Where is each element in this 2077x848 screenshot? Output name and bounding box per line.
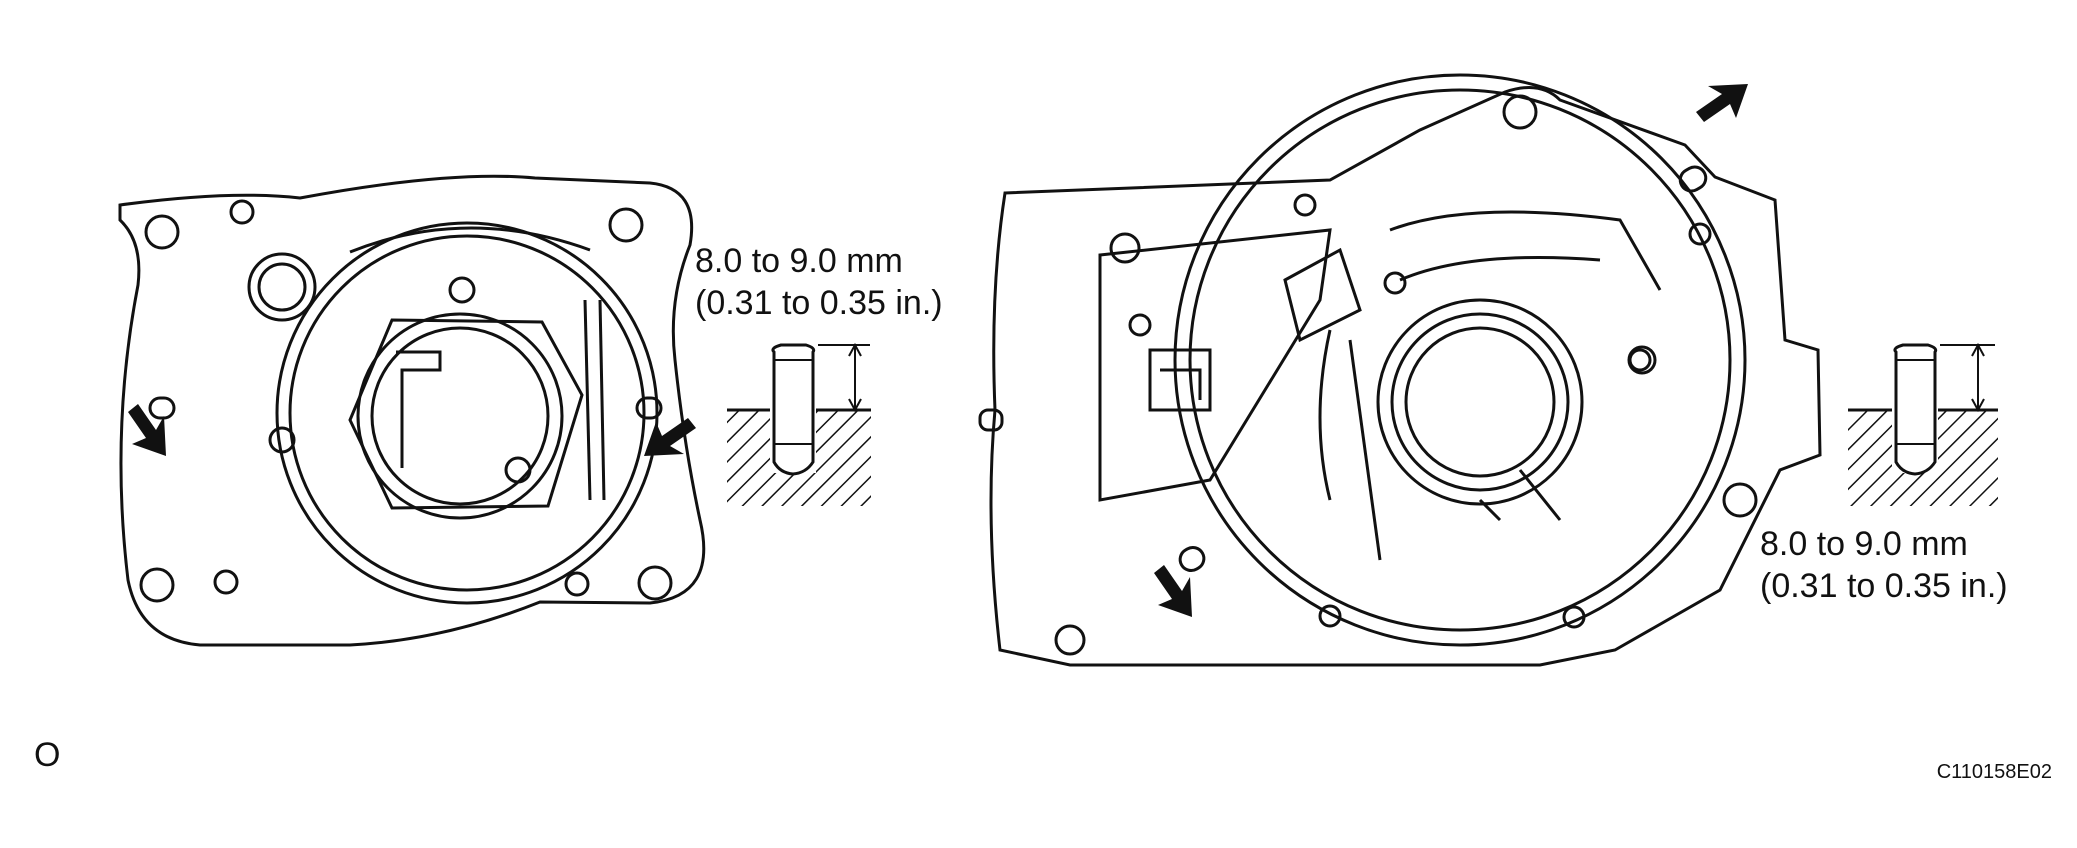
right-spec-metric: 8.0 to 9.0 mm	[1760, 525, 1968, 563]
pointer-arrow-icon	[1696, 84, 1748, 122]
left-pin-detail	[727, 342, 871, 506]
pointer-arrow-icon	[1154, 565, 1192, 617]
right-pin-hole-b	[1178, 546, 1206, 572]
left-pin-hole-a	[148, 396, 176, 420]
pointer-arrow-icon	[128, 404, 166, 456]
dowel-pin-icon	[1893, 343, 1938, 476]
figure-id: C110158E02	[1936, 761, 2052, 783]
right-pin-hole-a	[1678, 165, 1708, 193]
right-pin-spec: 8.0 to 9.0 mm (0.31 to 0.35 in.)	[1760, 523, 2008, 607]
left-pin-holes	[148, 396, 663, 420]
left-housing	[118, 174, 706, 647]
right-pin-detail	[1848, 342, 1998, 506]
right-pin-holes	[1178, 165, 1708, 572]
dowel-pin-icon	[771, 343, 816, 476]
left-pin-hole-b	[635, 396, 663, 420]
left-pin-spec: 8.0 to 9.0 mm (0.31 to 0.35 in.)	[695, 240, 943, 324]
left-spec-metric: 8.0 to 9.0 mm	[695, 242, 903, 280]
left-spec-imperial: (0.31 to 0.35 in.)	[695, 284, 943, 322]
corner-letter: O	[34, 736, 61, 774]
right-spec-imperial: (0.31 to 0.35 in.)	[1760, 567, 2008, 605]
right-housing	[978, 73, 1822, 667]
